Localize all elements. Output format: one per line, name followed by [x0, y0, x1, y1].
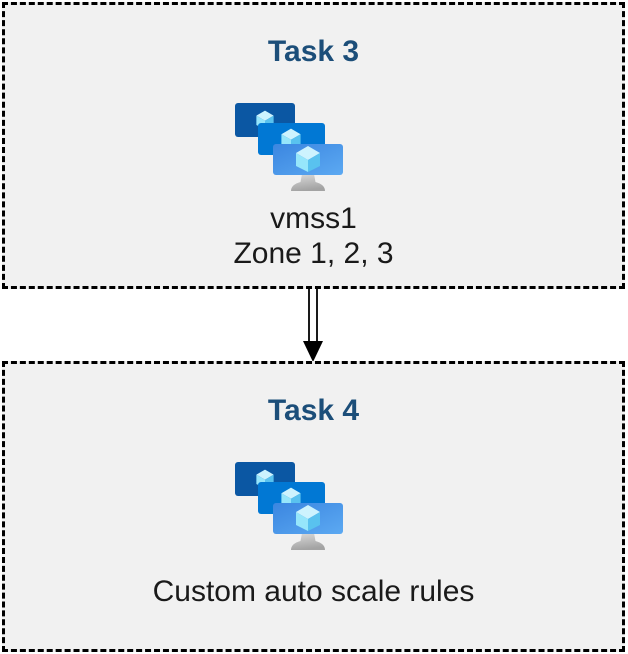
down-arrow: [301, 289, 325, 362]
task3-label: vmss1 Zone 1, 2, 3: [5, 201, 622, 271]
task3-title: Task 3: [267, 35, 360, 68]
task4-label-line1: Custom auto scale rules: [152, 575, 475, 608]
task3-label-line2: Zone 1, 2, 3: [233, 237, 394, 270]
vmss-icon: [233, 458, 345, 554]
task3-label-line1: vmss1: [270, 202, 357, 235]
task3-box: Task 3 vmss1 Zone 1, 2, 3: [2, 2, 625, 289]
vmss-icon: [233, 99, 345, 195]
task4-box: Task 4 Custom auto scale rules: [2, 361, 625, 652]
task4-label: Custom auto scale rules: [5, 574, 622, 609]
arrowhead-icon: [303, 341, 323, 362]
task4-title: Task 4: [267, 394, 360, 427]
